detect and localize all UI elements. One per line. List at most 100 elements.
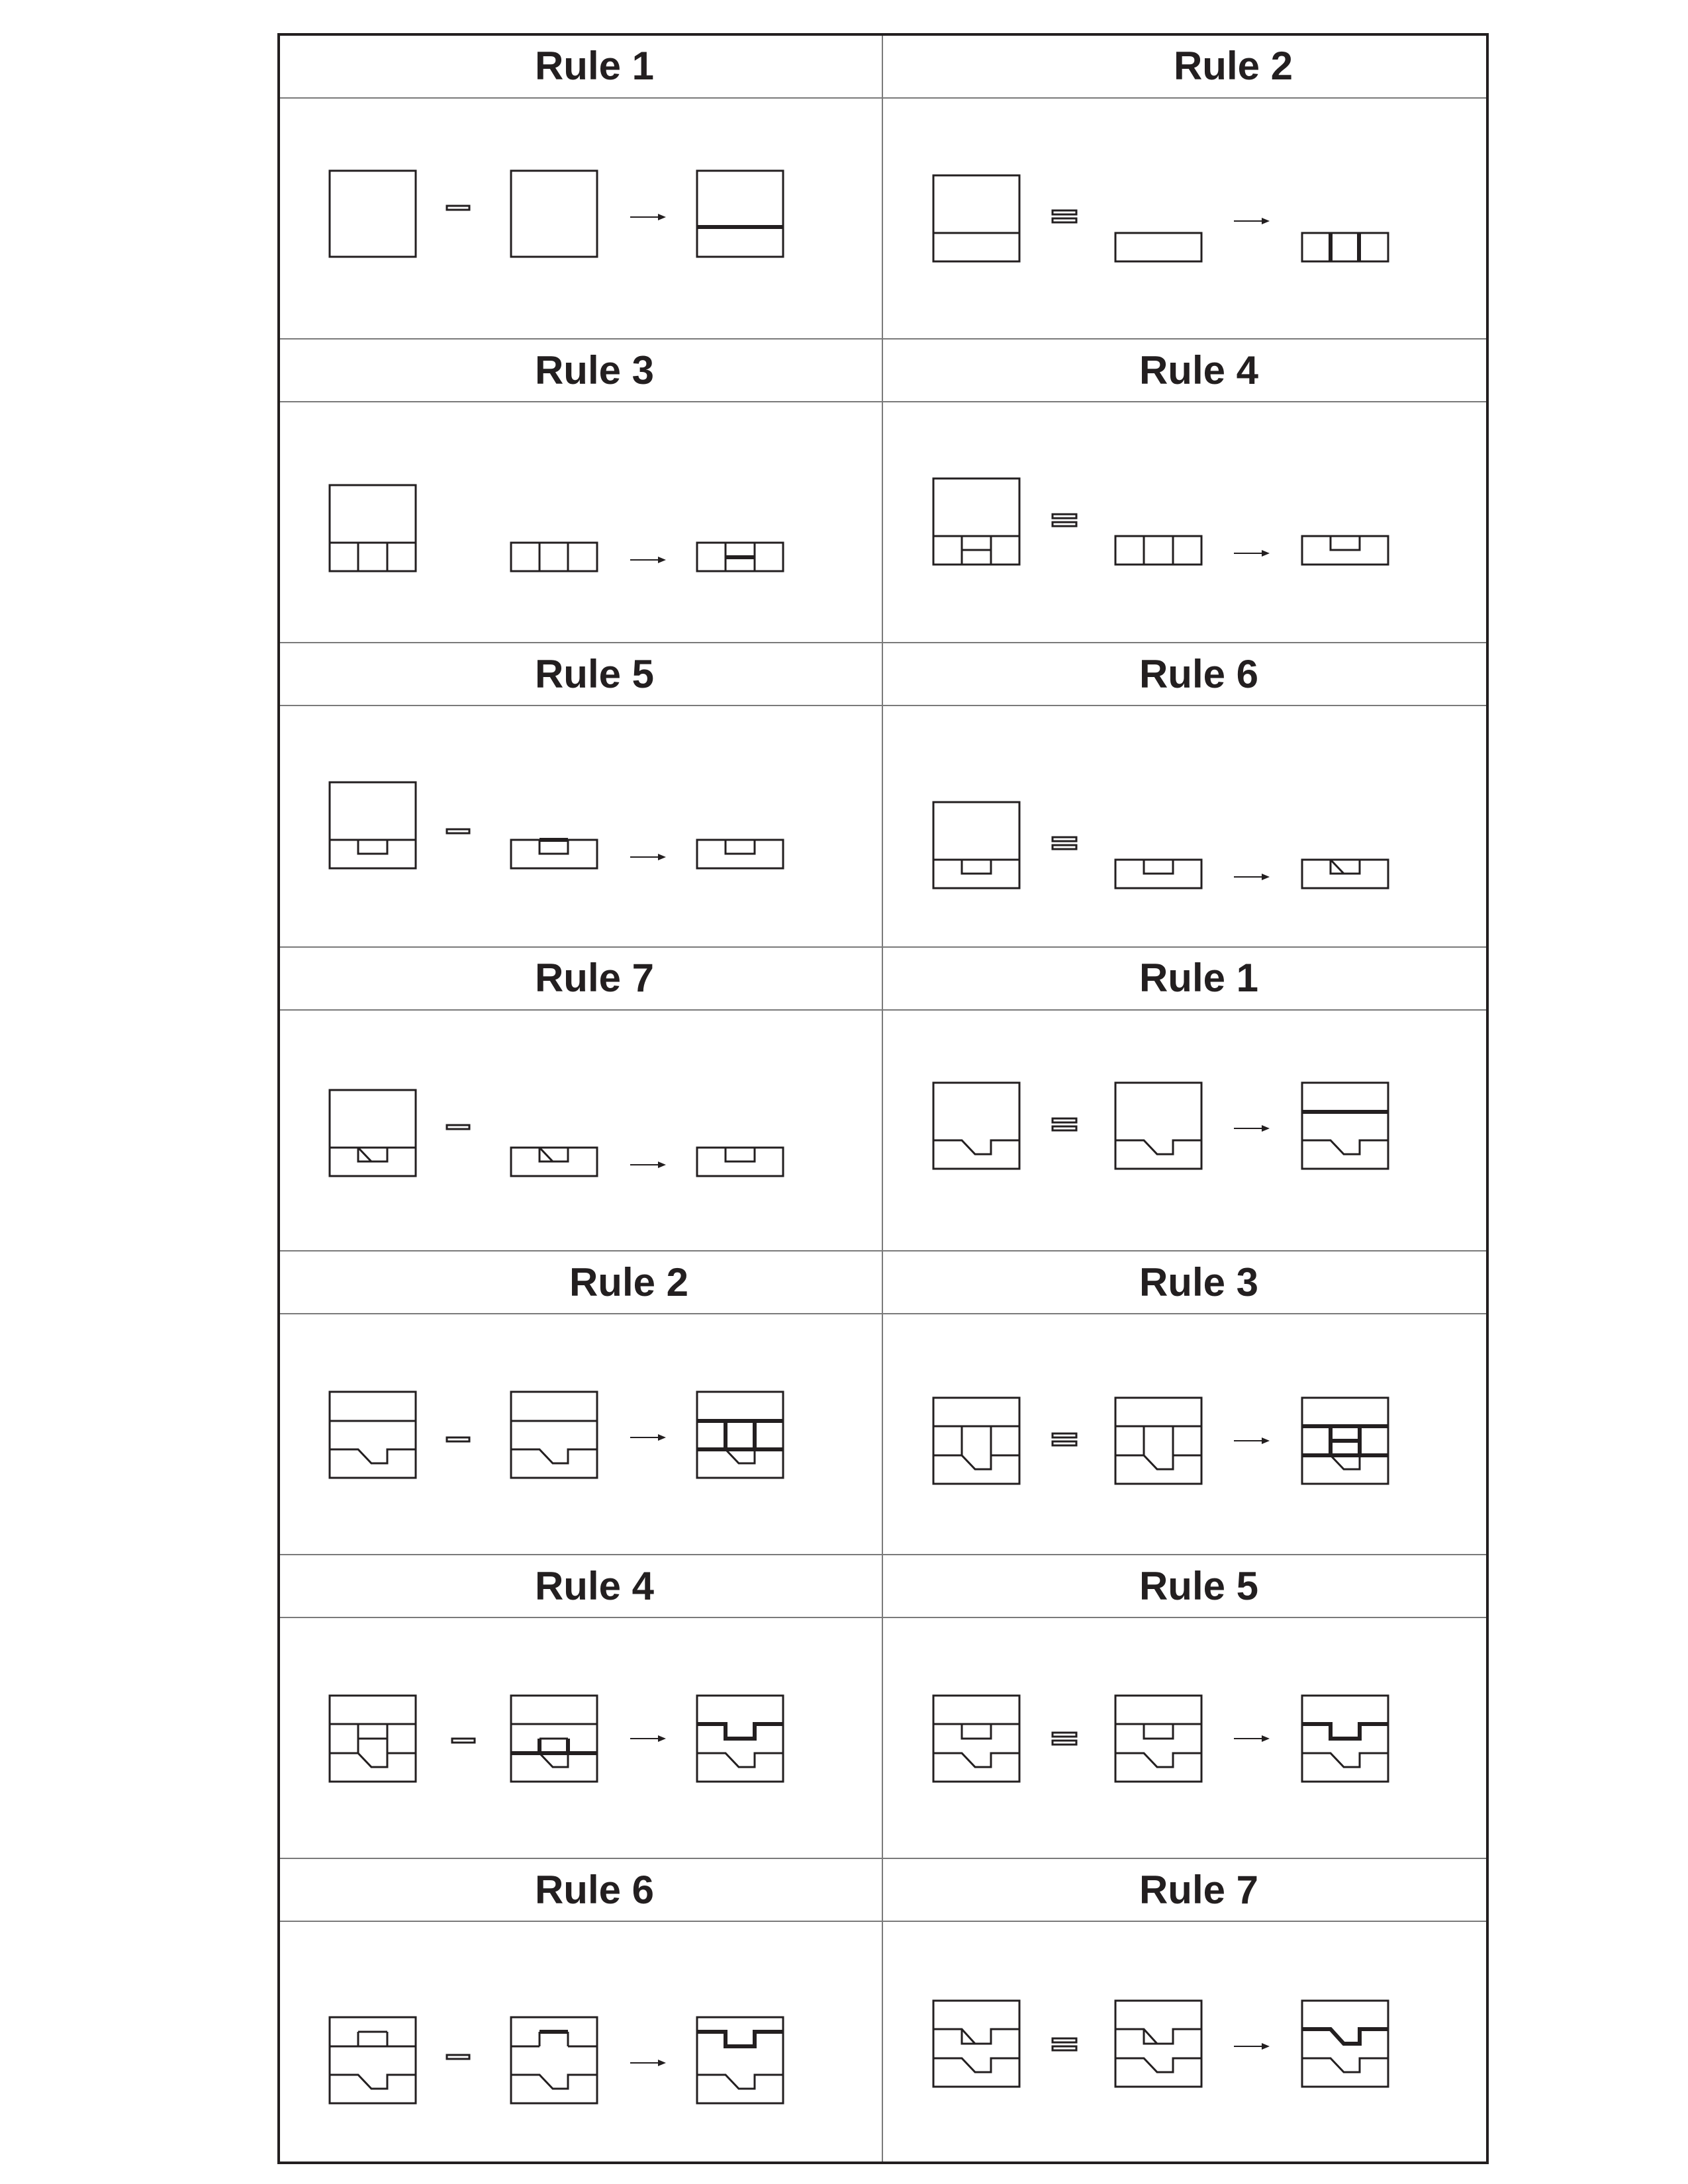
shape-line bbox=[961, 1724, 992, 1740]
shape-line bbox=[1115, 2057, 1201, 2073]
rule-figures bbox=[328, 169, 1389, 2105]
shape-outline bbox=[510, 1390, 598, 1479]
equals-bar-bottom bbox=[1051, 1440, 1078, 1447]
shape-line bbox=[538, 1752, 569, 1768]
shape-line bbox=[1115, 1752, 1201, 1768]
shape-line bbox=[961, 2029, 975, 2045]
equals-bar-bottom bbox=[1051, 1125, 1078, 1132]
arrow-head bbox=[1262, 2043, 1270, 2050]
minus-symbol bbox=[445, 1124, 471, 1130]
figure-rule-1-b bbox=[932, 1081, 1389, 1170]
shape-outline bbox=[1301, 1081, 1389, 1170]
shape-outline bbox=[932, 1396, 1021, 1485]
shape-line bbox=[697, 2073, 783, 2090]
shape-outline bbox=[328, 1089, 417, 1177]
shape-line bbox=[330, 2073, 416, 2090]
shape-outline bbox=[510, 541, 598, 572]
shape-line-bold bbox=[697, 2030, 783, 2048]
arrow-head bbox=[1262, 1735, 1270, 1742]
shape-outline bbox=[932, 477, 1021, 566]
shape-outline bbox=[932, 801, 1021, 889]
arrow-head bbox=[658, 557, 666, 563]
cell-title: Rule 7 bbox=[1139, 1868, 1258, 1912]
shape-outline bbox=[1114, 232, 1203, 263]
cell-title: Rule 4 bbox=[1139, 348, 1259, 392]
cell-title: Rule 7 bbox=[535, 956, 654, 1000]
shape-outline bbox=[696, 839, 784, 870]
shape-line-bold bbox=[697, 1722, 783, 1741]
equals-bar-top bbox=[1051, 836, 1078, 842]
cell-title: Rule 6 bbox=[1139, 652, 1258, 696]
shape-line bbox=[1115, 858, 1174, 875]
equals-bar-top bbox=[1051, 209, 1078, 216]
shape-line bbox=[1329, 536, 1361, 551]
minus-symbol bbox=[451, 1737, 476, 1744]
cell-title: Rule 5 bbox=[535, 652, 654, 696]
equals-bar-bottom bbox=[1051, 844, 1078, 850]
shape-line bbox=[1302, 1139, 1388, 1156]
arrow-head bbox=[658, 1735, 666, 1742]
arrow-head bbox=[1262, 550, 1270, 557]
shape-outline bbox=[1301, 1396, 1389, 1485]
equals-bar-top bbox=[1051, 1432, 1078, 1439]
figure-rule-2-a bbox=[932, 174, 1389, 263]
figure-rule-6-b bbox=[328, 2016, 784, 2105]
equals-bar-top bbox=[1051, 1117, 1078, 1124]
shape-line bbox=[961, 860, 992, 875]
shape-line bbox=[1115, 2028, 1201, 2045]
equals-bar-bottom bbox=[1051, 217, 1078, 224]
cell-title: Rule 3 bbox=[1139, 1260, 1258, 1304]
shape-line bbox=[933, 1139, 1019, 1156]
arrow-head bbox=[658, 2060, 666, 2066]
shape-line bbox=[1329, 858, 1345, 875]
arrow-head bbox=[658, 854, 666, 860]
shape-outline bbox=[1301, 232, 1389, 263]
equals-bar-bottom bbox=[1051, 2045, 1078, 2052]
figure-rule-5-a bbox=[328, 781, 784, 870]
shape-outline bbox=[328, 484, 417, 572]
shape-line bbox=[697, 839, 756, 855]
figure-rule-1-a bbox=[328, 169, 784, 258]
shape-line bbox=[697, 1752, 783, 1768]
shape-outline bbox=[328, 1390, 417, 1479]
equals-bar-top bbox=[1051, 2037, 1078, 2044]
shape-line bbox=[933, 2028, 1019, 2045]
shape-line bbox=[1329, 1454, 1361, 1471]
shape-line bbox=[933, 1752, 1019, 1768]
figure-rule-7-b bbox=[932, 1999, 1389, 2088]
shape-outline bbox=[932, 174, 1021, 263]
shape-outline bbox=[1301, 1999, 1389, 2088]
figure-rule-5-b bbox=[932, 1694, 1389, 1783]
cell-title: Rule 5 bbox=[1139, 1564, 1258, 1608]
minus-symbol bbox=[445, 2054, 471, 2060]
shape-outline bbox=[1114, 1396, 1203, 1485]
minus-symbol bbox=[445, 205, 471, 211]
arrow-head bbox=[658, 1161, 666, 1168]
shape-line-bold bbox=[1302, 1722, 1388, 1741]
shape-outline bbox=[328, 781, 417, 870]
shape-line bbox=[697, 1448, 783, 1465]
shape-outline bbox=[510, 2016, 598, 2105]
figure-rule-2-b bbox=[328, 1390, 784, 1479]
shape-line bbox=[511, 2073, 597, 2090]
cell-title: Rule 1 bbox=[535, 44, 654, 88]
shape-outline bbox=[510, 169, 598, 258]
shape-outline bbox=[1114, 858, 1203, 889]
shape-outline bbox=[1114, 1694, 1203, 1783]
shape-outline bbox=[696, 1390, 784, 1479]
shape-outline bbox=[1114, 535, 1203, 566]
shape-outline bbox=[328, 2016, 417, 2105]
equals-bar-top bbox=[1051, 513, 1078, 520]
shape-outline bbox=[510, 1146, 598, 1177]
shape-line bbox=[357, 1146, 389, 1163]
shape-line bbox=[1143, 1426, 1174, 1471]
figure-rule-7-a bbox=[328, 1089, 784, 1177]
figure-rule-4-a bbox=[932, 477, 1389, 566]
shape-line bbox=[1115, 1139, 1201, 1156]
cell-title: Rule 4 bbox=[535, 1564, 655, 1608]
shape-line bbox=[1302, 858, 1361, 875]
cell-title: Rule 2 bbox=[1174, 44, 1293, 88]
shape-outline bbox=[1301, 535, 1389, 566]
shape-line bbox=[357, 840, 389, 855]
